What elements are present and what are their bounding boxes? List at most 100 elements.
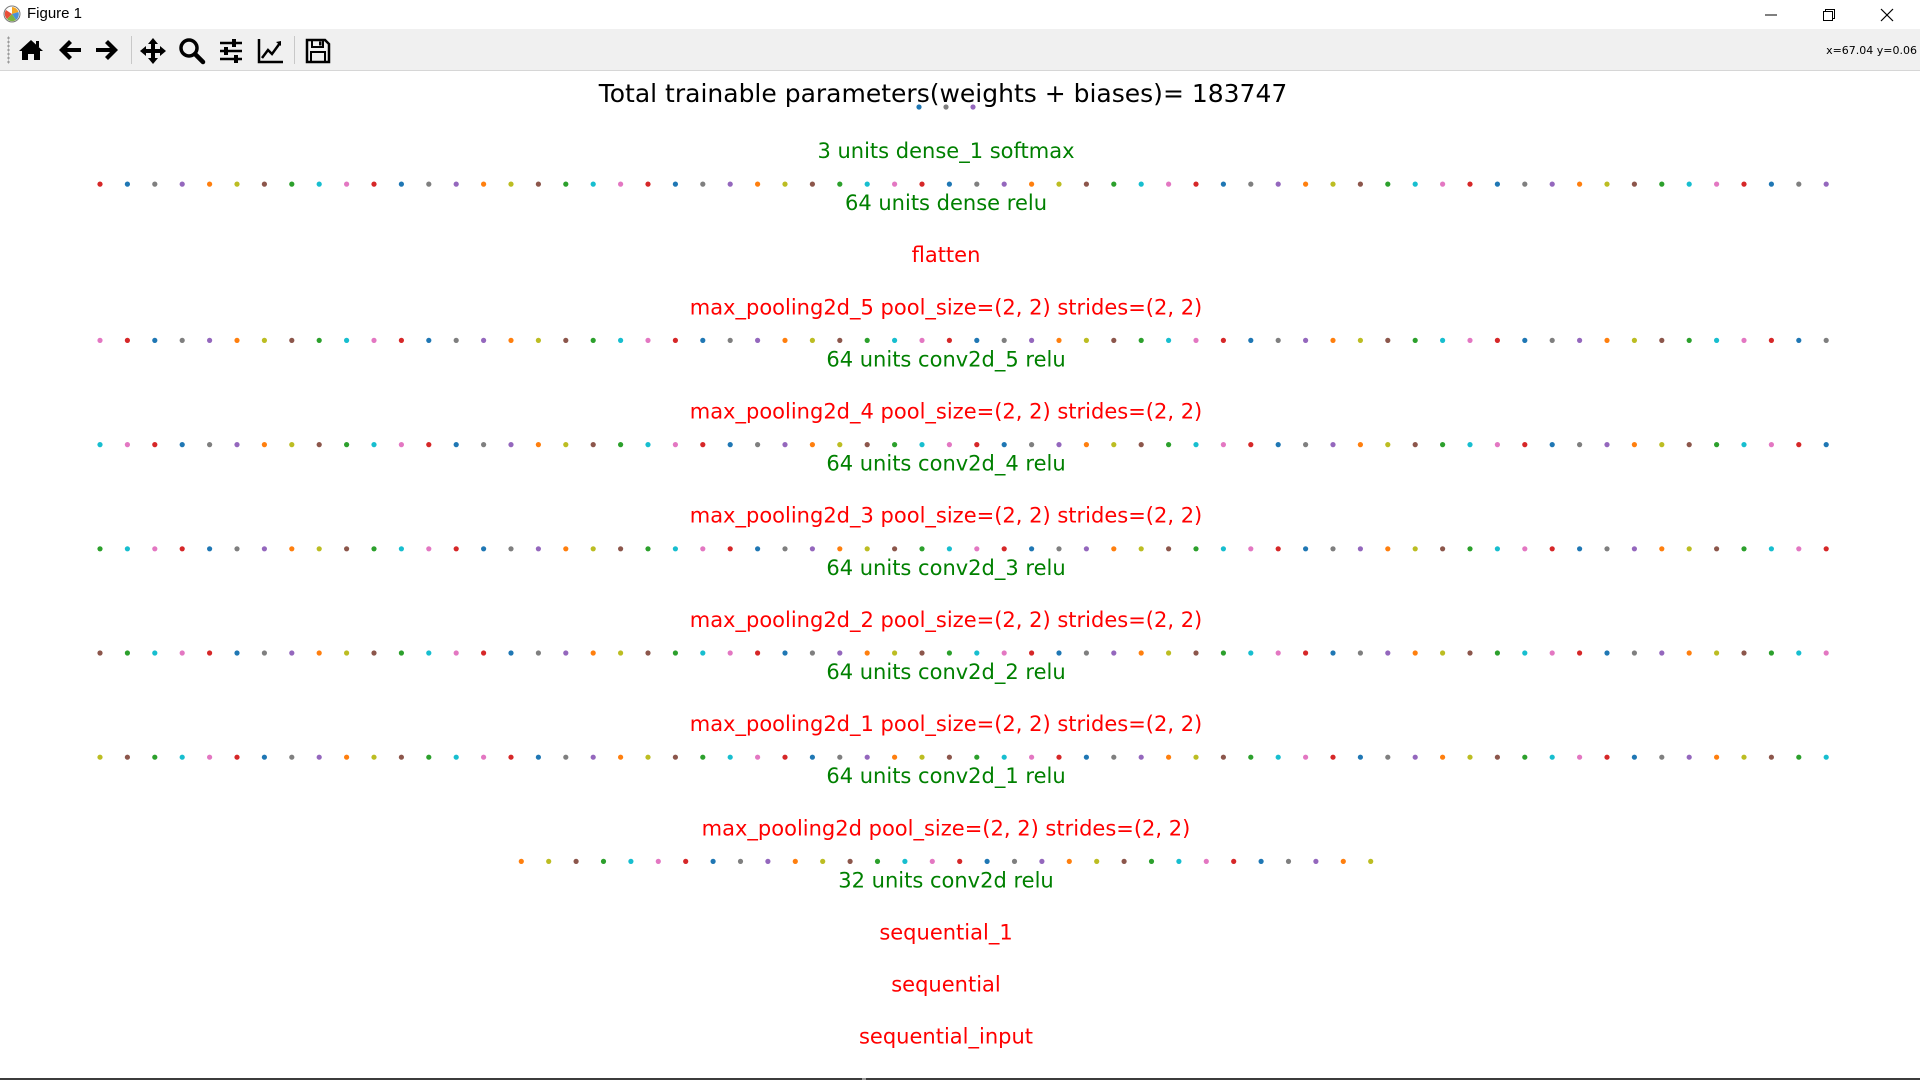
unit-dot <box>573 858 579 865</box>
unit-dot <box>426 754 432 760</box>
unit-dot <box>864 442 870 448</box>
unit-dot <box>864 546 870 552</box>
unit-dot <box>1686 181 1692 187</box>
unit-dot <box>1385 442 1391 448</box>
unit-dot <box>1768 181 1774 187</box>
matplotlib-app-icon <box>3 5 21 23</box>
unit-dot <box>618 650 624 656</box>
forward-button[interactable] <box>90 34 124 66</box>
pan-button[interactable] <box>136 34 170 66</box>
unit-dot <box>1248 754 1254 760</box>
unit-dot <box>1577 337 1583 343</box>
unit-dot <box>755 337 761 343</box>
unit-dot <box>618 337 624 343</box>
unit-dot <box>1138 546 1144 552</box>
unit-dot <box>1768 337 1774 343</box>
unit-dot <box>1467 442 1473 448</box>
unit-dot <box>1440 442 1446 448</box>
unit-dot <box>508 650 514 656</box>
unit-dot <box>1285 858 1292 865</box>
unit-dot <box>974 754 980 760</box>
back-icon <box>59 40 81 60</box>
unit-dot <box>344 181 350 187</box>
unit-dot <box>179 546 185 552</box>
layer-label: max_pooling2d_1 pool_size=(2, 2) strides… <box>690 712 1203 737</box>
unit-dot <box>1029 754 1035 760</box>
unit-dot <box>563 442 569 448</box>
figure-canvas[interactable]: Total trainable parameters(weights + bia… <box>0 71 1920 1078</box>
unit-dot <box>261 442 267 448</box>
unit-dot <box>892 546 898 552</box>
unit-dot <box>710 858 716 865</box>
unit-dot <box>1056 650 1062 656</box>
unit-dot <box>618 754 624 760</box>
unit-dot <box>124 337 130 343</box>
unit-dot <box>152 442 158 448</box>
unit-dot <box>1001 546 1007 552</box>
unit-dot <box>1631 754 1637 760</box>
unit-dot <box>1138 181 1144 187</box>
edit-axis-button[interactable] <box>253 34 287 66</box>
unit-dot <box>1522 650 1528 656</box>
unit-dot <box>1494 442 1500 448</box>
unit-dot <box>1494 546 1500 552</box>
configure-subplots-button[interactable] <box>214 34 248 66</box>
unit-dot <box>316 181 322 187</box>
unit-dot <box>1467 650 1473 656</box>
unit-dot <box>1111 442 1117 448</box>
unit-dot <box>1659 754 1665 760</box>
unit-dot <box>453 754 459 760</box>
unit-dot <box>837 650 843 656</box>
unit-dot <box>1248 442 1254 448</box>
unit-dot <box>1166 650 1172 656</box>
unit-dot <box>1714 442 1720 448</box>
unit-dot <box>919 546 925 552</box>
unit-dot <box>902 858 908 865</box>
unit-dot <box>1823 650 1829 656</box>
unit-dot <box>1631 337 1637 343</box>
unit-dot <box>207 337 213 343</box>
unit-dot <box>563 337 569 343</box>
back-button[interactable] <box>53 34 87 66</box>
toolbar-grip[interactable] <box>7 36 10 64</box>
unit-dot <box>809 650 816 656</box>
unit-dot <box>809 546 816 552</box>
save-button[interactable] <box>301 34 335 66</box>
restore-button[interactable] <box>1800 0 1858 29</box>
unit-dot <box>1029 442 1035 448</box>
unit-dot <box>974 650 980 656</box>
minimize-button[interactable] <box>1742 0 1800 29</box>
unit-dot <box>1604 337 1610 343</box>
unit-dot <box>1083 650 1089 656</box>
unit-dot <box>1275 337 1281 343</box>
unit-dot <box>782 754 788 760</box>
unit-dot <box>1714 754 1720 760</box>
unit-dot <box>1741 546 1747 552</box>
unit-dot <box>371 181 377 187</box>
unit-dot <box>809 754 816 760</box>
unit-dot <box>426 546 432 552</box>
unit-dot <box>207 754 213 760</box>
unit-dot <box>892 650 898 656</box>
unit-dot <box>1357 337 1363 343</box>
zoom-button[interactable] <box>175 34 209 66</box>
unit-dot <box>97 442 103 448</box>
layer-label: 64 units conv2d_5 relu <box>826 347 1065 372</box>
unit-dot <box>1111 650 1117 656</box>
unit-dot <box>398 181 404 187</box>
unit-dot <box>1330 442 1336 448</box>
unit-dot <box>1193 754 1199 760</box>
unit-dot <box>1412 442 1418 448</box>
unit-dot <box>1549 546 1555 552</box>
unit-dot <box>1631 546 1637 552</box>
layer-label: max_pooling2d pool_size=(2, 2) strides=(… <box>702 816 1191 841</box>
unit-dot <box>618 442 624 448</box>
unit-dot <box>1440 650 1446 656</box>
home-button[interactable] <box>14 34 48 66</box>
toolbar-separator <box>294 36 295 64</box>
unit-dot <box>1083 546 1089 552</box>
unit-dot <box>1138 650 1144 656</box>
layer-label: flatten <box>912 243 981 267</box>
close-button[interactable] <box>1858 0 1916 29</box>
unit-dot <box>535 754 542 760</box>
